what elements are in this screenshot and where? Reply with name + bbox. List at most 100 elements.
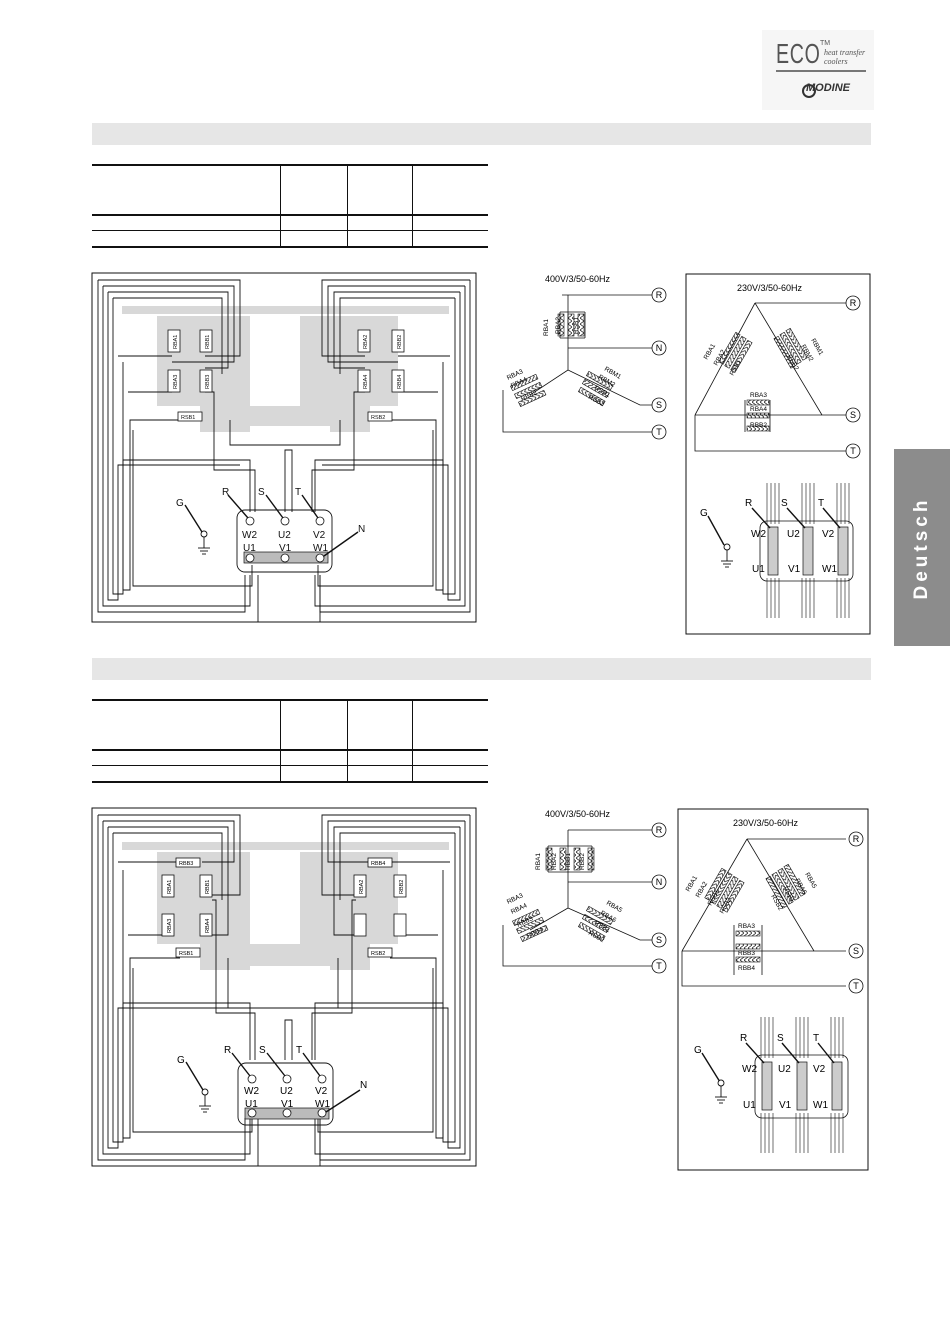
- terminal-u2: U2: [787, 529, 800, 540]
- ground-icon: [199, 1088, 211, 1113]
- ground-icon: [715, 1079, 727, 1104]
- phase-label-t: T: [295, 487, 301, 498]
- resistor-label: RBA3: [167, 919, 173, 933]
- ground-label: G: [694, 1045, 702, 1056]
- star-resistor-label: RBA4: [510, 902, 529, 916]
- delta-resistor-label: RBB4: [738, 965, 755, 972]
- logo-divider: [776, 70, 866, 72]
- terminal-u1: U1: [245, 1099, 258, 1110]
- delta-resistor-label: RBA3: [738, 923, 755, 930]
- terminal-w2: W2: [751, 529, 766, 540]
- ground-label: G: [700, 508, 708, 519]
- phase-s: S: [850, 410, 856, 420]
- phase-s: S: [656, 400, 662, 410]
- terminal-u2: U2: [278, 530, 291, 541]
- terminal-v1: V1: [788, 564, 801, 575]
- delta-resistor-label: RBB3: [738, 950, 755, 957]
- phase-label-s: S: [777, 1033, 784, 1044]
- terminal-w2: W2: [242, 530, 257, 541]
- phase-label-t: T: [296, 1045, 302, 1056]
- resistor-label: RBB2: [397, 335, 403, 349]
- terminal-w1: W1: [315, 1099, 330, 1110]
- terminal-v1: V1: [279, 543, 292, 554]
- star-resistor-label: RBA1: [543, 319, 550, 336]
- star-resistor-label: RSB1: [573, 317, 580, 334]
- phase-t: T: [656, 427, 662, 437]
- wiring-panel-1: RBA1 RBB1 RBA3 RBB3 RBA2 RBB2 RBA4 RBB4 …: [91, 272, 477, 623]
- phase-r: R: [656, 290, 663, 300]
- phase-label-t: T: [813, 1033, 819, 1044]
- resistor-label: RBA4: [205, 919, 211, 933]
- phase-label-s: S: [781, 498, 788, 509]
- resistor-label: RBA2: [359, 880, 365, 894]
- language-tab[interactable]: Deutsch: [894, 449, 950, 646]
- resistor-label: RBA3: [173, 375, 179, 389]
- resistor-label: RBA2: [363, 335, 369, 349]
- phase-label-r: R: [745, 498, 752, 509]
- phase-label-s: S: [258, 487, 265, 498]
- logo-trademark: TM: [820, 40, 831, 47]
- terminal-v1: V1: [779, 1100, 792, 1111]
- phase-s: S: [853, 946, 859, 956]
- section-header-band-2: [92, 658, 871, 680]
- delta-resistor-label: RBA3: [750, 392, 767, 399]
- terminal-u2: U2: [280, 1086, 293, 1097]
- phase-t: T: [656, 961, 662, 971]
- phase-label-r: R: [740, 1033, 747, 1044]
- ground-icon: [721, 543, 733, 568]
- supply-label-400v: 400V/3/50-60Hz: [545, 809, 611, 819]
- phase-r: R: [853, 834, 860, 844]
- resistor-label: RBB3: [179, 861, 193, 867]
- wiring-panel-2: RBB3 RBB4 RBA1 RBB1 RBA2 RBB2 RBA3 RBA4 …: [91, 807, 477, 1167]
- supply-label-400v: 400V/3/50-60Hz: [545, 274, 611, 284]
- terminal-u1: U1: [752, 564, 765, 575]
- star-resistor-label: RBA2: [555, 317, 562, 334]
- ground-icon: [198, 530, 210, 555]
- star-connection-400v-2: 400V/3/50-60Hz RBA1 RBA2 RBB1 RBB2 RBA3 …: [502, 809, 667, 974]
- logo-brand: MODINE: [806, 82, 850, 94]
- terminal-w1: W1: [813, 1100, 828, 1111]
- resistor-label: RBB2: [399, 880, 405, 894]
- star-resistor-label: RBA1: [535, 853, 542, 870]
- delta-connection-230v-2: 230V/3/50-60Hz RBA1 RBA2 RSB1 RSB2 RBA5: [677, 808, 869, 1171]
- resistor-label: RSB1: [181, 415, 195, 421]
- star-resistor-label: RSB2: [587, 930, 606, 945]
- phase-label-n: N: [358, 524, 365, 535]
- terminal-u1: U1: [743, 1100, 756, 1111]
- logo-tagline: heat transfer coolers: [824, 48, 866, 66]
- star-resistor-label: RBB2: [579, 853, 586, 870]
- logo-eco-word: ECO: [776, 38, 821, 69]
- modine-eco-logo: ECO TM heat transfer coolers MODINE: [762, 30, 874, 110]
- resistor-label: RBB4: [371, 861, 385, 867]
- phase-t: T: [853, 981, 859, 991]
- terminal-v1: V1: [281, 1099, 294, 1110]
- terminal-v2: V2: [822, 529, 835, 540]
- phase-r: R: [656, 825, 663, 835]
- resistor-label: RBB4: [397, 375, 403, 389]
- phase-n: N: [656, 877, 663, 887]
- star-resistor-label: RBB1: [565, 853, 572, 870]
- brand-mark-icon: [802, 84, 816, 98]
- terminal-w1: W1: [313, 543, 328, 554]
- supply-label-230v: 230V/3/50-60Hz: [733, 818, 799, 828]
- terminal-u2: U2: [778, 1064, 791, 1075]
- resistor-label: RBA4: [363, 375, 369, 389]
- resistor-label: RSB1: [179, 951, 193, 957]
- ground-label: G: [176, 498, 184, 509]
- resistor-label: RBA1: [167, 880, 173, 894]
- star-resistor-label: RBA2: [551, 853, 558, 870]
- terminal-v2: V2: [813, 1064, 826, 1075]
- phase-label-r: R: [222, 487, 229, 498]
- spec-table-2: [92, 699, 488, 783]
- phase-s: S: [656, 935, 662, 945]
- resistor-label: RSB2: [371, 415, 385, 421]
- phase-label-r: R: [224, 1045, 231, 1056]
- delta-connection-230v-1: 230V/3/50-60Hz RBA1 RBA2 RSB1 RBM1 RBM2 …: [685, 273, 871, 635]
- star-connection-400v-1: 400V/3/50-60Hz RBA1 RBA2 RSB1 RBA3 RBA4 …: [502, 274, 667, 440]
- section-header-band-1: [92, 123, 871, 145]
- phase-n: N: [656, 343, 663, 353]
- terminal-u1: U1: [243, 543, 256, 554]
- terminal-w1: W1: [822, 564, 837, 575]
- terminal-v2: V2: [313, 530, 326, 541]
